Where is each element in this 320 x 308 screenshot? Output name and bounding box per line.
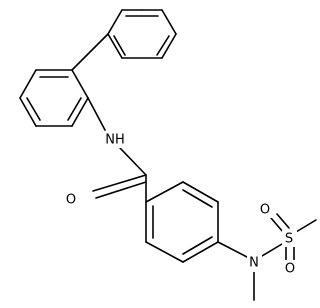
bond xyxy=(261,243,283,257)
bond xyxy=(87,97,106,131)
sulfonamide-nitrogen-label: N xyxy=(249,256,259,271)
bond xyxy=(119,147,147,176)
carbonyl-oxygen-label: O xyxy=(66,193,76,208)
bond xyxy=(71,33,109,71)
bond xyxy=(145,181,184,203)
bond xyxy=(182,236,213,255)
bond xyxy=(71,97,89,127)
bond xyxy=(145,241,184,263)
bond xyxy=(71,69,89,99)
sulfonyl-oxygen-left-label: O xyxy=(260,203,270,218)
bond xyxy=(92,174,147,192)
bond xyxy=(161,9,177,35)
bond xyxy=(19,69,37,99)
bond xyxy=(67,97,82,121)
bond xyxy=(217,241,248,258)
bond xyxy=(95,181,147,199)
sulfonyl-oxygen-bottom-label: O xyxy=(285,262,295,277)
bond xyxy=(107,9,123,35)
sulfur-label: S xyxy=(285,232,293,247)
bond xyxy=(276,213,290,229)
bond xyxy=(182,181,219,203)
bond xyxy=(295,219,317,233)
bond-layer xyxy=(19,9,317,301)
amide-nh-label: NH xyxy=(105,133,125,148)
atom-label-layer: NH O N S O O xyxy=(64,131,298,277)
bond xyxy=(182,241,219,263)
bond xyxy=(19,97,37,127)
bond xyxy=(161,33,177,59)
bond xyxy=(156,35,170,56)
bond xyxy=(107,33,123,59)
bond xyxy=(26,97,41,121)
bond xyxy=(113,35,126,56)
bond xyxy=(270,217,284,233)
bond xyxy=(182,189,213,208)
